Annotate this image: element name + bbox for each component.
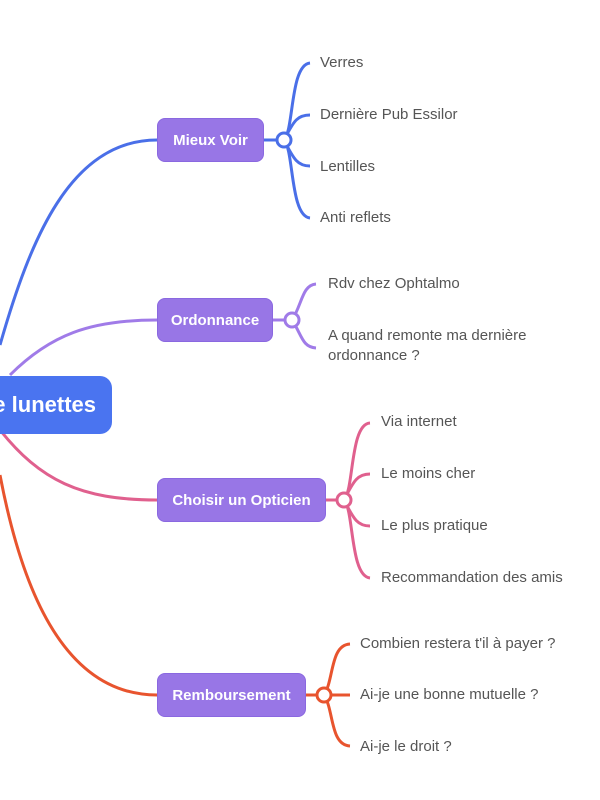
leaf-topic[interactable]: Ai-je le droit ? [360,738,452,755]
branch-label: Remboursement [172,686,291,704]
leaf-topic[interactable]: Le moins cher [381,465,476,482]
connector-mieux-voir [0,138,158,346]
leaf-topic[interactable]: Recommandation des amis [381,569,563,586]
branch-remboursement[interactable]: Remboursement [157,673,306,717]
connector-ordonnance [8,318,158,377]
branch-label: Choisir un Opticien [172,491,311,509]
branch-mieux-voir[interactable]: Mieux Voir [157,118,264,162]
subconnectors-choisir-opticien [326,421,371,580]
branch-ordonnance[interactable]: Ordonnance [157,298,273,342]
leaf-topic[interactable]: Ai-je une bonne mutuelle ? [360,686,539,703]
leaf-topic[interactable]: A quand remonte ma dernière ordonnance ? [328,327,527,364]
subconnectors-mieux-voir [264,61,311,220]
connector-choisir-opticien [0,429,158,502]
leaf-topic[interactable]: Lentilles [320,158,376,175]
root-topic[interactable]: e lunettes [0,376,112,434]
leaf-topic[interactable]: Via internet [381,413,457,430]
branch-choisir-opticien[interactable]: Choisir un Opticien [157,478,326,522]
subconnectors-ordonnance [273,282,317,350]
leaf-topic[interactable]: Rdv chez Ophtalmo [328,275,460,292]
leaf-topic[interactable]: Le plus pratique [381,517,488,534]
leaf-topic[interactable]: Anti reflets [320,209,391,226]
branch-label: Mieux Voir [173,131,248,149]
leaf-topic[interactable]: Verres [320,54,364,71]
subconnectors-remboursement [306,642,351,748]
leaf-topic[interactable]: Dernière Pub Essilor [320,106,458,123]
branch-label: Ordonnance [170,311,260,329]
connector-remboursement [0,474,158,697]
leaf-topic[interactable]: Combien restera t'il à payer ? [360,635,556,652]
root-topic-label: e lunettes [0,392,96,417]
